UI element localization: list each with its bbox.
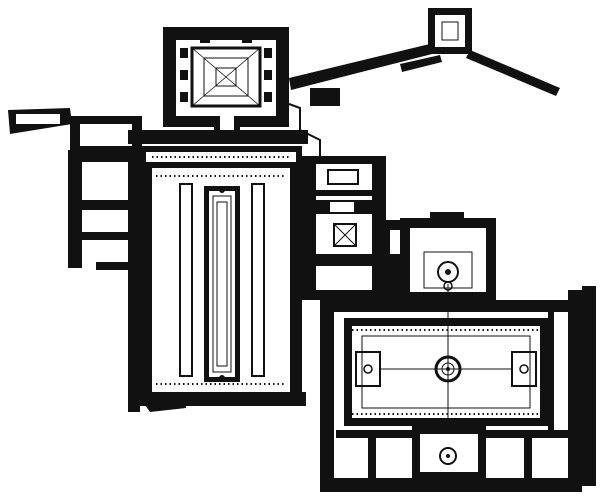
lion-court xyxy=(320,212,596,492)
west-wing xyxy=(8,108,142,412)
northeast-gallery xyxy=(288,8,560,156)
central-rooms xyxy=(302,156,408,300)
myrtle-court xyxy=(128,130,308,412)
north-tower xyxy=(163,27,289,136)
